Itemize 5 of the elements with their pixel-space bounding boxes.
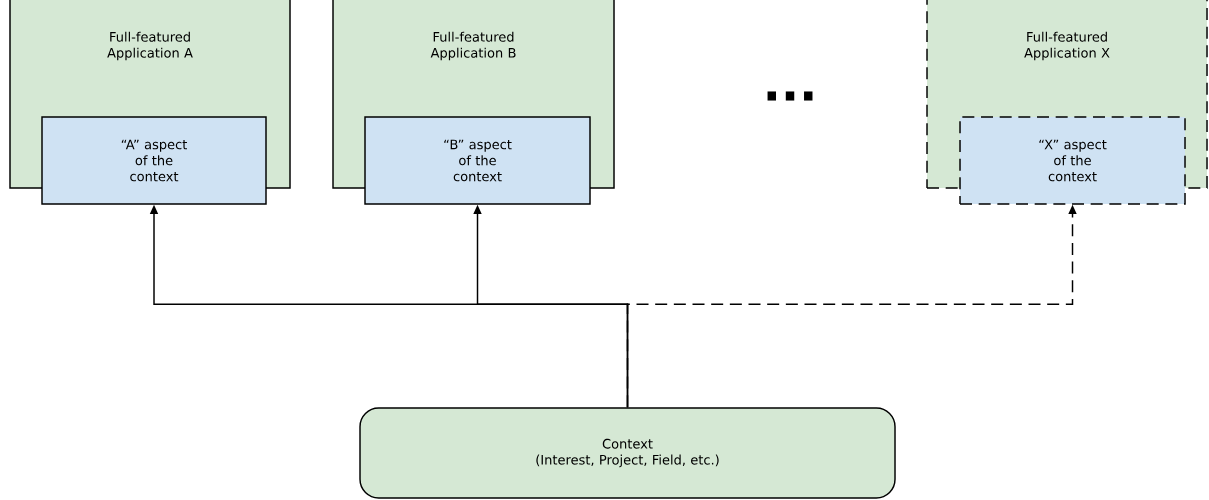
aspect-box: “B” aspect of the context (364, 116, 591, 205)
ellipsis: ... (767, 91, 813, 101)
aspect-box: “X” aspect of the context (959, 116, 1186, 205)
context-box: Context (Interest, Project, Field, etc.) (359, 407, 896, 499)
aspect-box: “A” aspect of the context (41, 116, 267, 205)
